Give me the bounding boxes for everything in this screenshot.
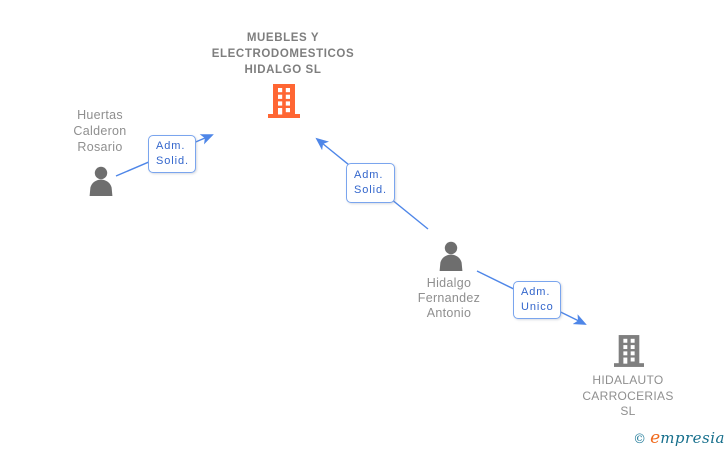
node-label-company-right: HIDALAUTO CARROCERIAS SL	[582, 373, 674, 418]
node-company-main[interactable]	[268, 84, 300, 118]
edge-label-left-adm-solid: Adm. Solid.	[148, 135, 196, 173]
person-icon	[89, 166, 113, 196]
node-label-person-left: Huertas Calderon Rosario	[73, 108, 127, 154]
building-icon	[268, 84, 300, 118]
edge-label-mid-adm-solid: Adm. Solid.	[346, 163, 395, 203]
node-label-person-mid: Hidalgo Fernandez Antonio	[417, 276, 481, 320]
node-person-mid[interactable]	[436, 241, 466, 271]
person-icon	[439, 241, 463, 271]
building-icon	[614, 335, 644, 367]
empresia-logo: ©empresia	[633, 428, 725, 448]
node-label-company-main: MUEBLES Y ELECTRODOMESTICOS HIDALGO SL	[211, 32, 355, 76]
copyright-icon: ©	[633, 432, 647, 447]
node-person-left[interactable]	[86, 166, 116, 196]
brand-lead-letter: e	[650, 428, 661, 448]
node-company-right[interactable]	[614, 334, 644, 368]
brand-rest-text: mpresia	[660, 429, 725, 447]
edge-label-mid-adm-unico: Adm. Unico	[513, 281, 561, 319]
